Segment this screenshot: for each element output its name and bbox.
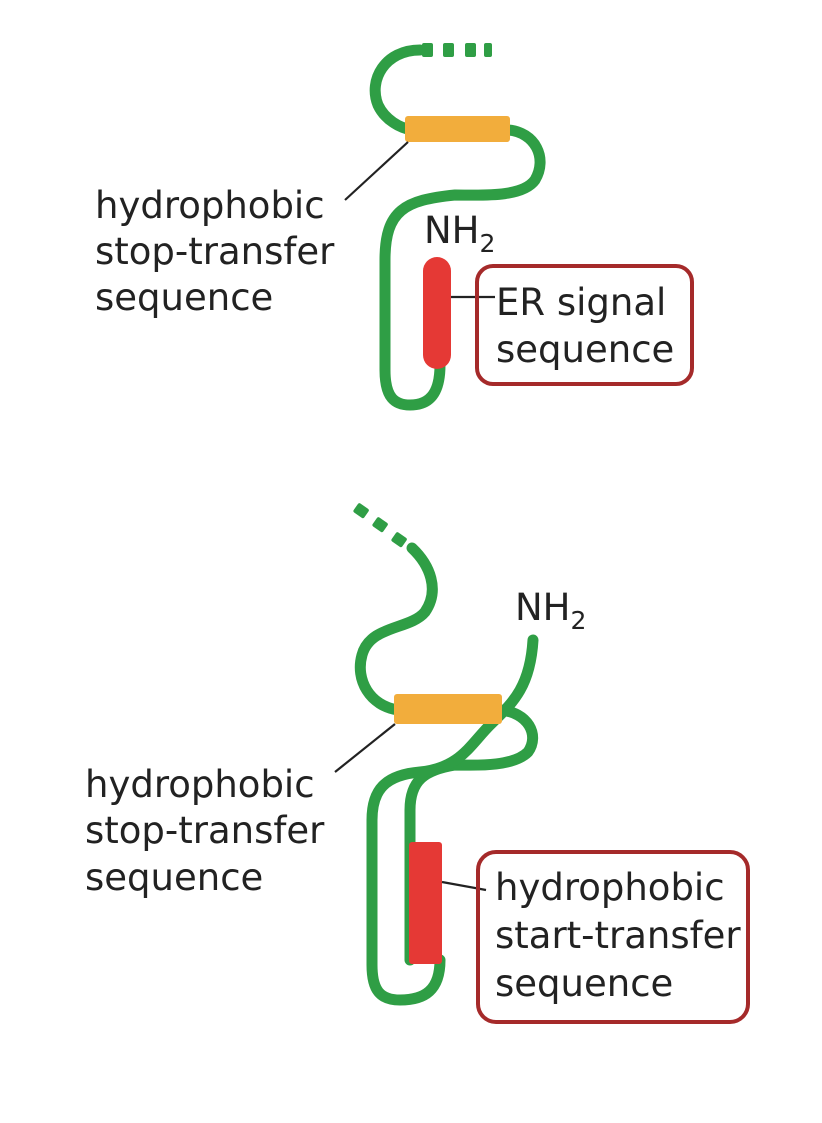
top-nh2-main: NH <box>424 209 480 252</box>
bottom-nh2-main: NH <box>515 586 571 629</box>
top-stop-transfer-label: hydrophobic stop-transfer sequence <box>95 184 346 319</box>
bottom-nh2-sub: 2 <box>571 606 587 635</box>
bottom-stop-transfer-label: hydrophobic stop-transfer sequence <box>85 763 336 899</box>
top-er-signal-box <box>475 264 694 386</box>
top-signal-label-line-2: sequence <box>496 328 674 371</box>
bottom-start-label-line-1: hydrophobic <box>495 866 725 909</box>
top-stop-label-line-1: hydrophobic <box>95 184 325 227</box>
top-nh2-label: NH2 <box>424 209 495 258</box>
top-er-signal-label: ER signal sequence <box>496 281 678 371</box>
top-er-signal-segment <box>423 257 451 369</box>
bottom-panel: hydrophobic stop-transfer sequence NH2 h… <box>85 503 752 1024</box>
bottom-start-transfer-box <box>476 850 750 1024</box>
bottom-start-transfer-segment <box>409 842 442 964</box>
top-stop-label-line-2: stop-transfer <box>95 230 335 273</box>
top-stop-label-line-3: sequence <box>95 276 273 319</box>
bottom-stop-transfer-leader <box>334 723 396 773</box>
bottom-stop-label-line-3: sequence <box>85 856 263 899</box>
top-polypeptide-chain <box>369 44 546 411</box>
bottom-chain-continuation-dashes <box>353 503 407 548</box>
top-signal-label-line-1: ER signal <box>496 281 666 324</box>
top-stop-transfer-segment <box>405 116 510 142</box>
top-chain-continuation-dashes <box>422 43 492 57</box>
bottom-nh2-label: NH2 <box>515 586 586 635</box>
top-panel: hydrophobic stop-transfer sequence NH2 E… <box>95 43 694 411</box>
bottom-stop-label-line-2: stop-transfer <box>85 809 325 852</box>
top-nh2-sub: 2 <box>480 229 496 258</box>
bottom-start-transfer-label: hydrophobic start-transfer sequence <box>495 866 752 1005</box>
top-stop-transfer-leader <box>344 141 409 201</box>
bottom-stop-transfer-segment <box>394 694 502 724</box>
bottom-start-label-line-3: sequence <box>495 962 673 1005</box>
bottom-stop-label-line-1: hydrophobic <box>85 763 315 806</box>
bottom-start-label-line-2: start-transfer <box>495 914 741 957</box>
